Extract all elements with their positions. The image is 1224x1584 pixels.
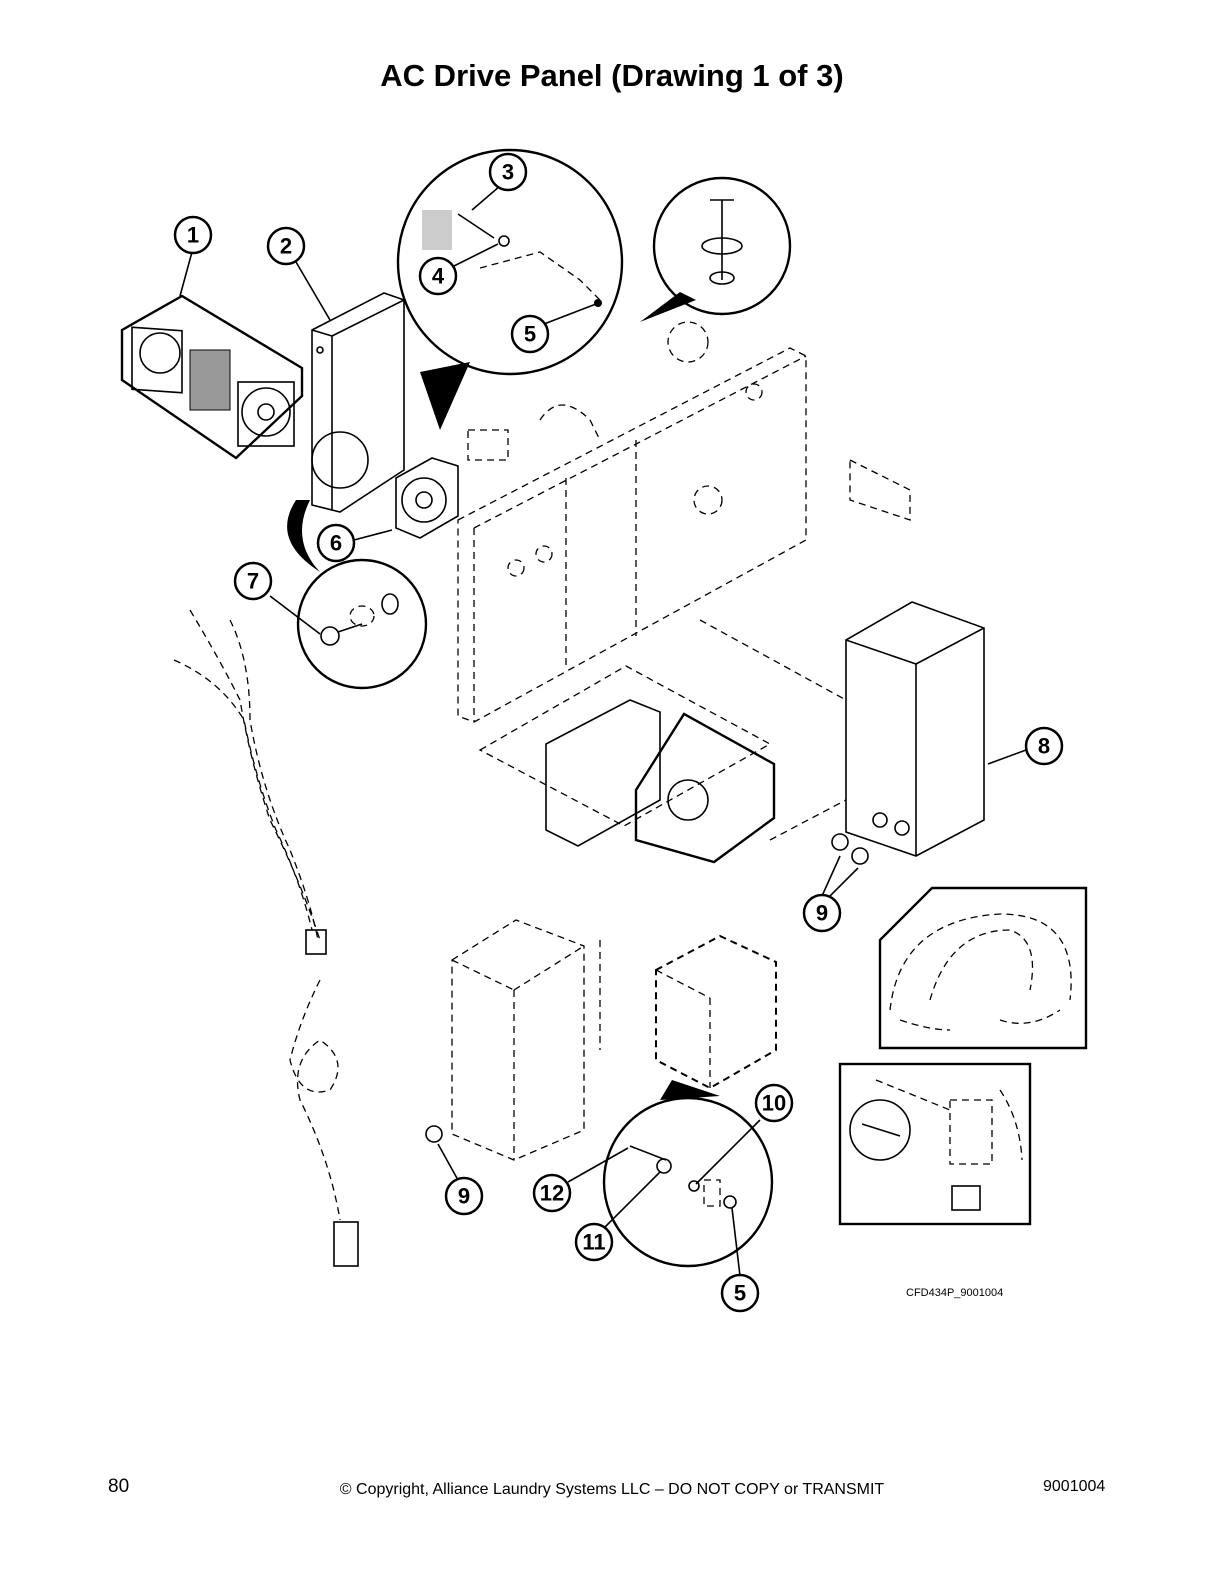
callout-2: 2 xyxy=(266,226,306,266)
page-number: 80 xyxy=(108,1476,130,1497)
svg-text:11: 11 xyxy=(582,1230,605,1255)
callout-6: 6 xyxy=(316,523,356,563)
cable-inset xyxy=(878,886,1088,1050)
fan-shroud xyxy=(311,292,405,513)
back-panel xyxy=(457,321,911,723)
callout-9-right: 9 xyxy=(802,893,842,933)
callout-11: 11 xyxy=(574,1222,614,1262)
svg-text:8: 8 xyxy=(1038,734,1050,759)
callout-12: 12 xyxy=(532,1173,572,1213)
svg-text:5: 5 xyxy=(734,1281,746,1306)
svg-text:2: 2 xyxy=(280,234,292,259)
leader-lines xyxy=(179,185,1027,1277)
svg-text:6: 6 xyxy=(330,531,342,556)
callout-4: 4 xyxy=(418,256,458,296)
svg-text:5: 5 xyxy=(524,322,536,347)
detail-circle-fastener xyxy=(287,500,428,690)
detail-circle-screws xyxy=(396,148,624,430)
callout-5-top: 5 xyxy=(510,314,550,354)
svg-text:4: 4 xyxy=(432,264,445,289)
svg-text:1: 1 xyxy=(187,223,199,248)
callout-10: 10 xyxy=(754,1083,794,1123)
svg-text:10: 10 xyxy=(762,1091,786,1116)
svg-text:7: 7 xyxy=(247,569,259,594)
ac-drive-unit xyxy=(599,934,777,1090)
callout-1: 1 xyxy=(173,215,213,255)
drawing-reference: CFD434P_9001004 xyxy=(906,1287,1004,1299)
callout-8: 8 xyxy=(1024,726,1064,766)
svg-text:3: 3 xyxy=(502,160,514,185)
document-number: 9001004 xyxy=(1043,1478,1106,1495)
callout-7: 7 xyxy=(233,561,273,601)
wire-harness xyxy=(173,609,359,1267)
svg-text:12: 12 xyxy=(540,1181,564,1206)
lower-bracket xyxy=(478,665,776,864)
detail-circle-drive-mount xyxy=(602,1080,774,1268)
fan-guard-assembly xyxy=(120,294,304,460)
cooling-fan xyxy=(395,457,459,539)
page-title: AC Drive Panel (Drawing 1 of 3) xyxy=(380,58,844,93)
lower-enclosure xyxy=(425,919,585,1161)
svg-text:9: 9 xyxy=(816,901,828,926)
copyright-notice: © Copyright, Alliance Laundry Systems LL… xyxy=(339,1481,885,1498)
relay-inset xyxy=(838,1062,1032,1226)
callout-9-bottom: 9 xyxy=(444,1176,484,1216)
callout-3: 3 xyxy=(488,152,528,192)
svg-text:9: 9 xyxy=(458,1184,470,1209)
drive-enclosure xyxy=(699,601,985,865)
callout-5-bottom: 5 xyxy=(720,1273,760,1313)
detail-circle-grommet xyxy=(640,176,792,322)
